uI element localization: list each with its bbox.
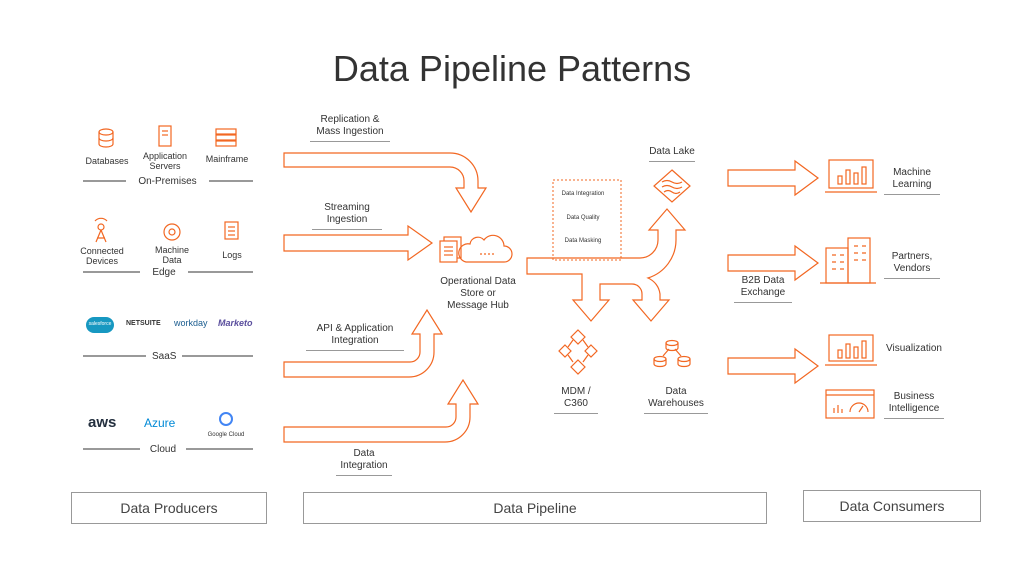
azure-logo: Azure xyxy=(144,416,176,430)
google-cloud-icon xyxy=(219,412,233,426)
page-title: Data Pipeline Patterns xyxy=(332,48,692,89)
saas-group-label: SaaS xyxy=(146,351,182,362)
edge-group-label: Edge xyxy=(140,267,188,278)
processing-integration-label: Data Integration xyxy=(561,191,605,197)
data-pipeline-box: Data Pipeline xyxy=(303,492,767,524)
database-icon xyxy=(98,128,114,148)
document-stack-icon xyxy=(439,236,462,263)
data-integration-label: Data Integration xyxy=(336,448,392,476)
bi-dashboard-icon xyxy=(825,389,875,419)
viz-chart-icon xyxy=(825,334,877,366)
mdm-label: MDM / C360 xyxy=(554,386,598,414)
cloud-group-label: Cloud xyxy=(142,444,184,455)
cloud-hub-icon xyxy=(458,234,513,263)
ml-arrow xyxy=(727,159,820,197)
databases-label: Databases xyxy=(85,156,129,166)
processing-box xyxy=(552,179,622,261)
salesforce-logo xyxy=(86,317,114,333)
api-label: API & Application Integration xyxy=(306,323,404,351)
data-consumers-box: Data Consumers xyxy=(803,490,981,522)
b2b-label: B2B Data Exchange xyxy=(734,275,792,303)
on-premises-group-label: On-Premises xyxy=(126,176,209,187)
ml-chart-icon xyxy=(825,159,877,193)
visualization-label: Visualization xyxy=(886,343,942,354)
logs-icon xyxy=(224,221,239,240)
data-lake-label: Data Lake xyxy=(649,146,695,162)
api-arrow xyxy=(283,308,444,378)
connected-device-icon xyxy=(94,217,108,243)
netsuite-logo: NETSUITE xyxy=(126,320,161,327)
partners-arrow xyxy=(727,244,820,282)
replication-arrow xyxy=(283,152,488,214)
mainframe-icon xyxy=(215,128,237,147)
partners-label: Partners, Vendors xyxy=(884,251,940,279)
viz-arrow xyxy=(727,347,820,385)
logs-label: Logs xyxy=(222,250,242,260)
warehouses-label: Data Warehouses xyxy=(644,386,708,414)
ml-label: Machine Learning xyxy=(884,167,940,195)
warehouse-icon xyxy=(653,339,691,368)
processing-quality-label: Data Quality xyxy=(566,215,600,221)
aws-logo: aws xyxy=(88,414,117,431)
pipeline-pipe xyxy=(526,208,687,322)
google-cloud-logo: Google Cloud xyxy=(207,432,245,438)
salesforce-logo-text: salesforce xyxy=(88,321,112,327)
marketo-logo: Marketo xyxy=(218,318,253,328)
application-server-icon xyxy=(158,125,172,147)
processing-masking-label: Data Masking xyxy=(564,238,602,244)
streaming-label: Streaming Ingestion xyxy=(312,202,382,230)
mainframe-label: Mainframe xyxy=(205,154,249,164)
machine-data-icon xyxy=(163,223,181,241)
hub-label: Operational Data Store or Message Hub xyxy=(440,276,516,311)
replication-label: Replication & Mass Ingestion xyxy=(310,114,390,142)
connected-devices-label: Connected Devices xyxy=(80,246,124,266)
machine-data-label: Machine Data xyxy=(154,245,190,265)
streaming-arrow xyxy=(283,224,434,262)
application-servers-label: Application Servers xyxy=(142,151,188,171)
mdm-icon xyxy=(558,329,598,375)
workday-logo: workday xyxy=(174,318,208,328)
data-integration-arrow xyxy=(283,378,480,443)
bi-label: Business Intelligence xyxy=(884,391,944,419)
building-icon xyxy=(820,237,876,284)
data-lake-icon xyxy=(653,169,691,203)
data-producers-box: Data Producers xyxy=(71,492,267,524)
